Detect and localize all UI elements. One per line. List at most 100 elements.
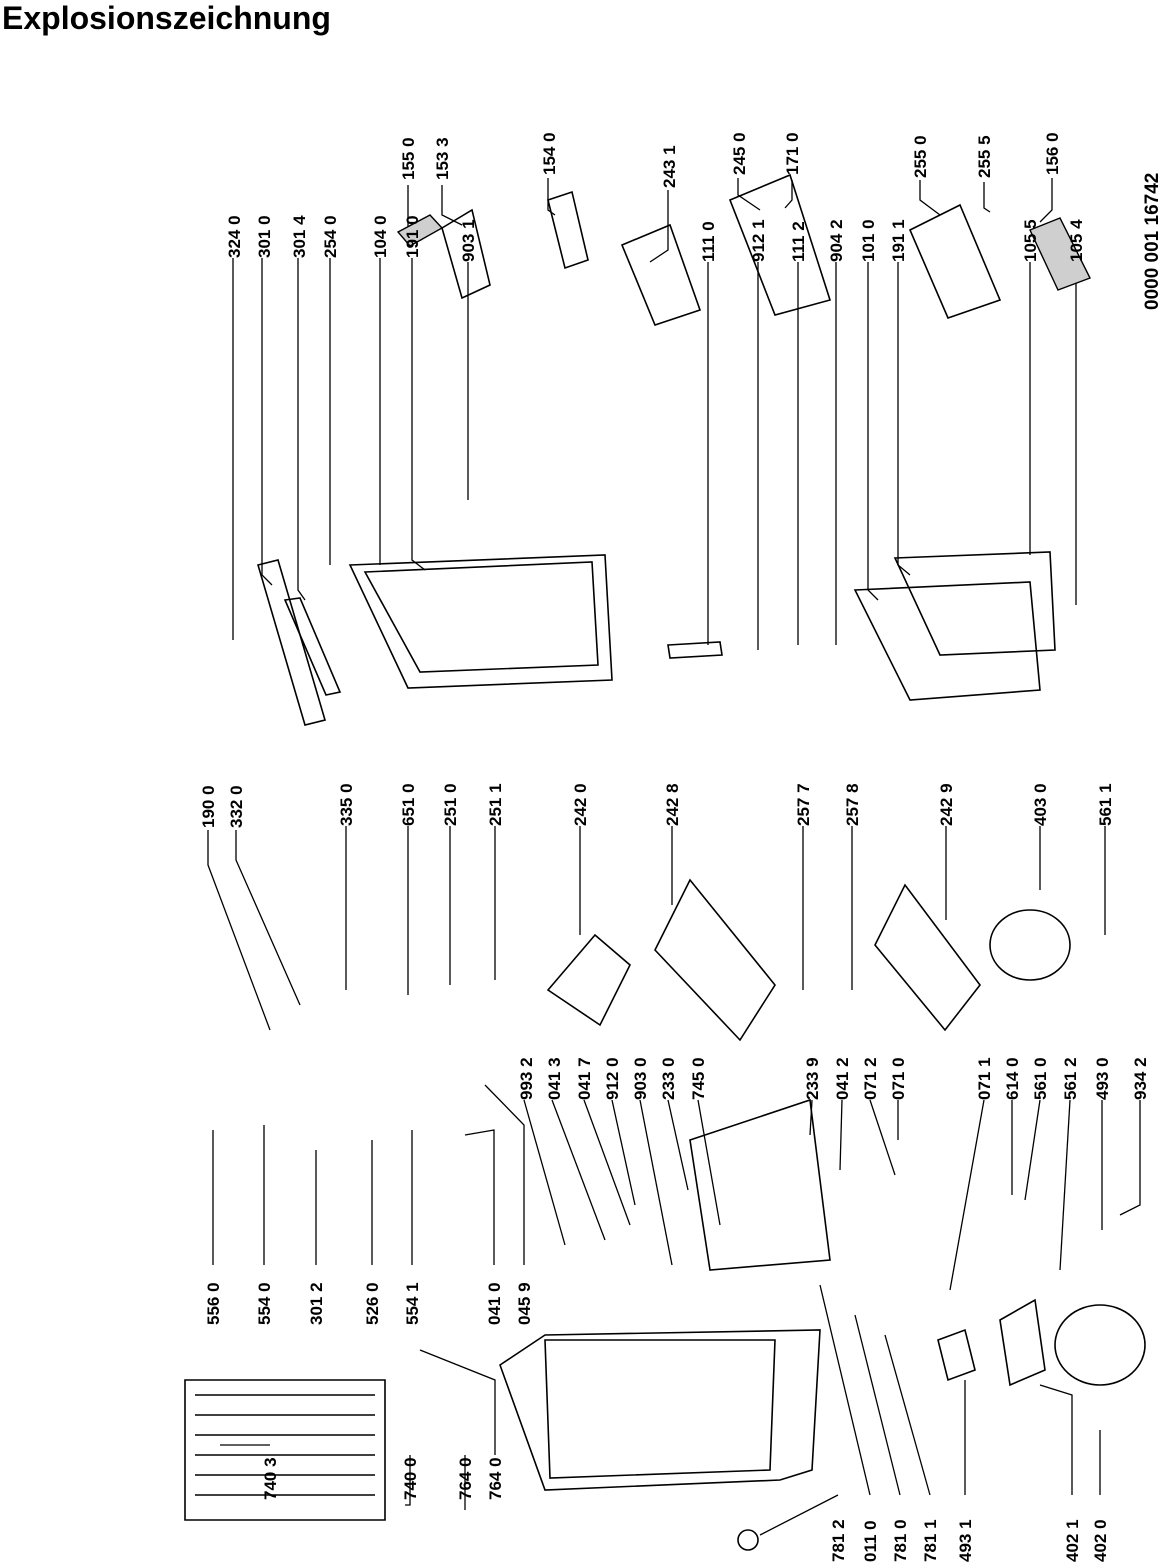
hinge-part xyxy=(667,641,723,659)
door-gasket-part xyxy=(363,561,599,673)
part-number-label: 111 0 xyxy=(699,221,718,262)
part-number-label: 740 0 xyxy=(401,1457,420,1500)
part-number-label: 561 0 xyxy=(1031,1057,1050,1100)
part-number-label: 104 0 xyxy=(371,215,390,258)
part-number-label: 903 1 xyxy=(459,219,478,262)
part-number-label: 155 0 xyxy=(399,137,418,180)
compressor-bottom-part xyxy=(1054,1304,1146,1386)
part-number-label: 934 2 xyxy=(1131,1057,1150,1100)
handle-strip-part xyxy=(283,597,342,696)
part-number-label: 614 0 xyxy=(1003,1057,1022,1100)
part-number-label: 041 0 xyxy=(485,1282,504,1325)
part-number-label: 105 4 xyxy=(1067,219,1086,262)
part-number-label: 554 0 xyxy=(255,1282,274,1325)
wire-shelf-part xyxy=(728,173,832,316)
part-number-label: 402 0 xyxy=(1091,1519,1110,1562)
part-number-label: 740 3 xyxy=(261,1457,280,1500)
part-number-label: 993 2 xyxy=(517,1057,536,1100)
part-number-label: 257 8 xyxy=(843,783,862,826)
part-number-label: 493 0 xyxy=(1093,1057,1112,1100)
thermostat-knob-part xyxy=(737,1529,759,1551)
part-number-label: 335 0 xyxy=(337,783,356,826)
parts xyxy=(184,173,1146,1551)
part-number-label: 332 0 xyxy=(227,785,246,828)
part-number-label: 764 0 xyxy=(486,1457,505,1500)
part-number-label: 912 1 xyxy=(749,219,768,262)
freezer-door-part xyxy=(853,581,1041,701)
part-number-label: 781 1 xyxy=(921,1519,940,1562)
part-number-label: 191 1 xyxy=(889,219,908,262)
evaporator-part xyxy=(689,1098,831,1271)
crisper-drawer-small-part xyxy=(546,933,631,1027)
part-number-label: 324 0 xyxy=(225,215,244,258)
fridge-door-part xyxy=(348,554,613,689)
condenser-part xyxy=(184,1379,386,1521)
part-number-label: 781 0 xyxy=(891,1519,910,1562)
compressor-part xyxy=(989,909,1071,981)
part-number-label: 071 0 xyxy=(889,1057,908,1100)
condenser-coils-part xyxy=(195,1394,375,1496)
part-number-label: 745 0 xyxy=(689,1057,708,1100)
relay-part xyxy=(999,1298,1046,1387)
part-number-label: 251 0 xyxy=(441,783,460,826)
page-title: Explosionszeichnung xyxy=(2,0,331,36)
part-number-label: 041 3 xyxy=(545,1057,564,1100)
part-number-label: 101 0 xyxy=(859,219,878,262)
part-number-label: 651 0 xyxy=(399,783,418,826)
part-number-label: 041 2 xyxy=(833,1057,852,1100)
part-number-label: 254 0 xyxy=(321,215,340,258)
part-number-label: 171 0 xyxy=(783,132,802,175)
part-number-label: 154 0 xyxy=(540,132,559,175)
leader-lines xyxy=(207,178,1141,1536)
glass-shelf-part xyxy=(620,223,702,326)
part-number-label: 243 1 xyxy=(660,145,679,188)
part-number-label: 011 0 xyxy=(861,1520,880,1562)
door-handle-part xyxy=(256,559,327,726)
part-number-label: 190 0 xyxy=(199,785,218,828)
part-number-label: 255 0 xyxy=(911,135,930,178)
part-number-label: 242 9 xyxy=(937,783,956,826)
bottle-bin-part xyxy=(547,190,589,270)
part-number-label: 071 2 xyxy=(861,1057,880,1100)
part-number-label: 526 0 xyxy=(363,1282,382,1325)
part-number-label: 045 9 xyxy=(515,1282,534,1325)
freezer-drawer-part xyxy=(874,883,982,1032)
part-number-label: 903 0 xyxy=(631,1057,650,1100)
part-number-label: 556 0 xyxy=(204,1282,223,1325)
part-number-label: 071 1 xyxy=(975,1057,994,1100)
part-number-label: 242 8 xyxy=(663,783,682,826)
part-number-label: 561 2 xyxy=(1061,1057,1080,1100)
part-number-label: 781 2 xyxy=(829,1519,848,1562)
part-number-label: 041 7 xyxy=(575,1057,594,1100)
document-number: 0000 001 16742 xyxy=(1142,173,1163,310)
part-number-label: 904 2 xyxy=(827,219,846,262)
cabinet-interior-part xyxy=(544,1339,776,1479)
part-number-label: 301 2 xyxy=(307,1282,326,1325)
part-number-label: 255 5 xyxy=(975,135,994,178)
part-number-label: 912 0 xyxy=(603,1057,622,1100)
cover-493-part xyxy=(937,1328,976,1382)
part-number-label: 764 0 xyxy=(456,1457,475,1500)
cover-plate-part xyxy=(908,203,1002,319)
part-number-label: 257 7 xyxy=(794,783,813,826)
part-number-label: 111 2 xyxy=(789,221,808,262)
part-number-label: 242 0 xyxy=(571,783,590,826)
part-number-label: 233 0 xyxy=(659,1057,678,1100)
part-number-label: 493 1 xyxy=(956,1519,975,1562)
part-number-label: 561 1 xyxy=(1096,783,1115,826)
crisper-drawer-large-part xyxy=(654,878,776,1042)
part-number-label: 251 1 xyxy=(486,783,505,826)
part-number-label: 156 0 xyxy=(1043,132,1062,175)
part-number-label: 233 9 xyxy=(803,1057,822,1100)
part-number-label: 105 5 xyxy=(1021,219,1040,262)
part-number-label: 153 3 xyxy=(433,137,452,180)
cabinet-part xyxy=(499,1329,821,1491)
freezer-gasket-part xyxy=(893,551,1056,656)
part-number-label: 402 1 xyxy=(1063,1519,1082,1562)
part-number-label: 403 0 xyxy=(1031,783,1050,826)
part-number-label: 191 0 xyxy=(403,215,422,258)
door-bin-part xyxy=(441,208,491,300)
ice-tray-part xyxy=(1029,217,1091,291)
